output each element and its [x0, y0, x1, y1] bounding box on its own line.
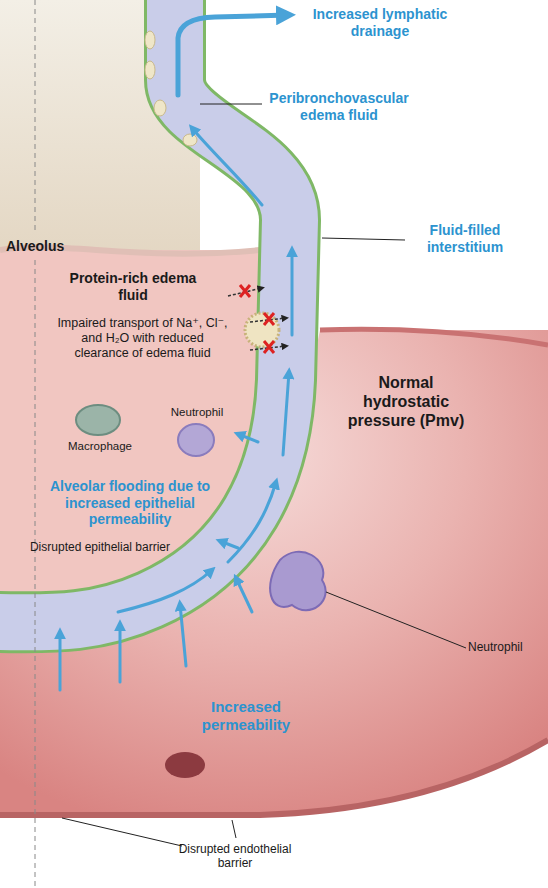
- label: Fluid-filled interstitium: [410, 222, 520, 255]
- label: Disrupted epithelial barrier: [25, 540, 175, 554]
- neutrophil-cell: [270, 552, 326, 611]
- label: Increased lymphatic drainage: [300, 6, 460, 39]
- label: Increased permeability: [186, 698, 306, 733]
- interstitium: [0, 0, 290, 622]
- label: Protein-rich edema fluid: [58, 270, 208, 303]
- blocked-transport: [228, 288, 286, 350]
- label: Neutrophil: [162, 406, 232, 420]
- epithelial-cells: [145, 31, 197, 146]
- neutrophil-cell: [178, 424, 214, 456]
- label: Macrophage: [55, 440, 145, 454]
- leader-lines: [62, 104, 466, 846]
- label: Impaired transport of Na⁺, Cl⁻, and H₂O …: [55, 316, 230, 360]
- block-mark: [240, 285, 274, 353]
- label: Alveolar flooding due to increased epith…: [40, 478, 220, 528]
- label: Disrupted endothelial barrier: [160, 842, 310, 870]
- red-blood-cell: [165, 752, 205, 778]
- endothelium: [320, 329, 548, 345]
- label: Peribronchovascular edema fluid: [264, 90, 414, 123]
- label: Neutrophil: [468, 640, 544, 654]
- epithelium-endothelium: [0, 0, 290, 622]
- dashed-line: [35, 0, 36, 888]
- endothelium: [0, 740, 548, 815]
- label: Alveolus: [6, 238, 86, 255]
- macrophage-cell: [76, 405, 120, 435]
- label: Normal hydrostatic pressure (Pmv): [340, 374, 472, 431]
